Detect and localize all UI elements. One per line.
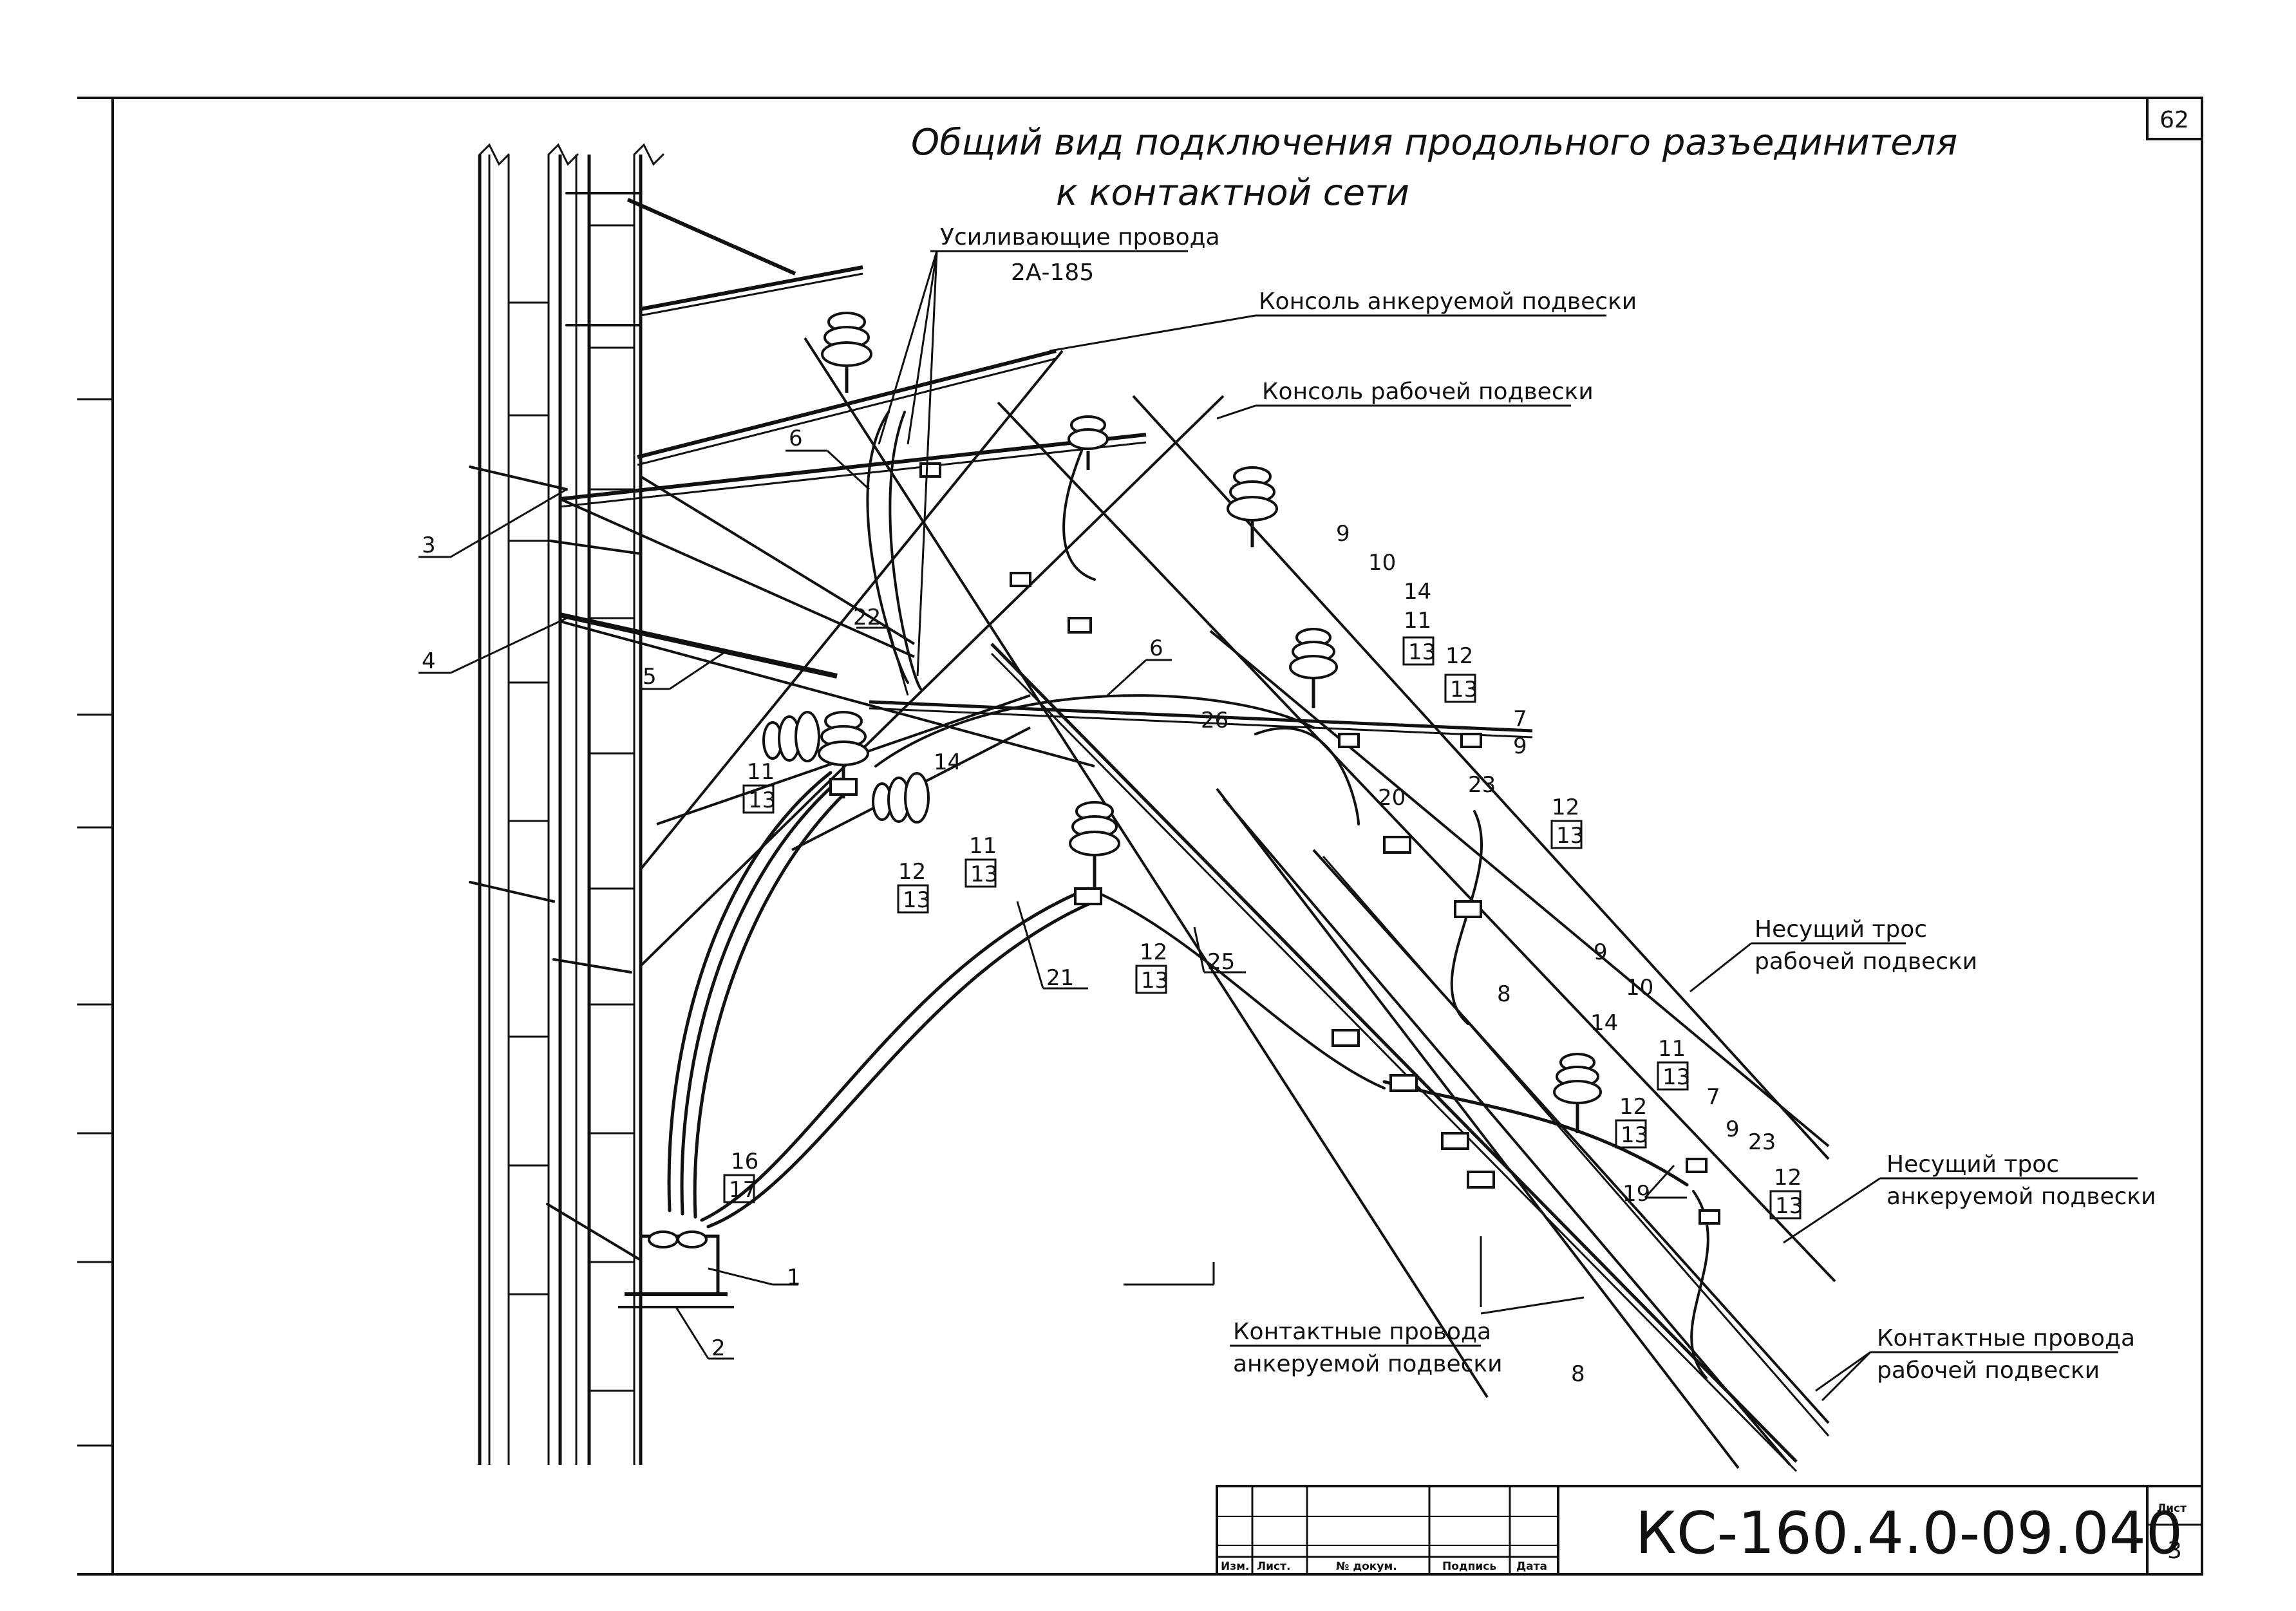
svg-text:17: 17 xyxy=(729,1177,757,1203)
callout: 1 xyxy=(787,1265,801,1290)
callout: 7 xyxy=(1706,1084,1720,1110)
col-list: Лист. xyxy=(1257,1560,1290,1573)
pole xyxy=(469,143,664,1465)
callout: 19 xyxy=(1623,1181,1650,1207)
callout: 9 xyxy=(1336,521,1350,547)
boxed-callout: 13 xyxy=(1657,1061,1690,1091)
label-reinforcing-spec: 2А-185 xyxy=(1011,259,1094,286)
callout: 10 xyxy=(1626,975,1653,1001)
callout: 2 xyxy=(711,1335,726,1361)
callout: 16 xyxy=(731,1149,758,1174)
title-line-1: Общий вид подключения продольного разъед… xyxy=(911,122,1957,164)
svg-text:13: 13 xyxy=(1141,968,1169,994)
svg-text:13: 13 xyxy=(1408,639,1436,665)
callout: 11 xyxy=(1658,1036,1686,1062)
svg-text:13: 13 xyxy=(748,787,776,813)
boxed-callout: 17 xyxy=(723,1174,757,1203)
callout: 14 xyxy=(934,749,961,775)
boxed-callout: 13 xyxy=(897,884,930,914)
label-contact-working-1: Контактные провода xyxy=(1877,1325,2135,1352)
label-contact-anchored-1: Контактные провода xyxy=(1233,1319,1491,1345)
col-sign: Подпись xyxy=(1442,1560,1496,1573)
callout: 8 xyxy=(1571,1361,1585,1387)
callout: 7 xyxy=(1513,706,1527,732)
callout: 9 xyxy=(1726,1116,1740,1142)
callout-numbers: 1 2 3 4 5 6 6 7 7 8 8 9 9 9 9 10 10 11 1… xyxy=(422,426,1803,1387)
col-date: Дата xyxy=(1516,1560,1547,1573)
callout: 21 xyxy=(1046,965,1074,991)
callout: 22 xyxy=(853,605,881,630)
label-console-working: Консоль рабочей подвески xyxy=(1262,379,1594,405)
callout: 23 xyxy=(1468,772,1496,798)
col-doc: № докум. xyxy=(1336,1560,1397,1573)
sheet-number: 62 xyxy=(2160,107,2189,133)
callout: 10 xyxy=(1368,550,1396,576)
sheet-label: Лист xyxy=(2157,1502,2187,1515)
boxed-callout: 13 xyxy=(1615,1119,1648,1149)
callout: 12 xyxy=(1445,643,1473,669)
svg-text:13: 13 xyxy=(1662,1064,1690,1090)
label-messenger-anchored-1: Несущий трос xyxy=(1887,1151,2059,1178)
svg-text:13: 13 xyxy=(1556,823,1584,849)
title-block: Изм. Лист. № докум. Подпись Дата КС-160.… xyxy=(1216,1485,2203,1576)
boxed-callout: 13 xyxy=(1402,636,1436,666)
boxed-callout: 13 xyxy=(965,858,998,888)
callout: 12 xyxy=(1619,1094,1647,1120)
sheet-frame xyxy=(77,97,2203,1576)
callout: 26 xyxy=(1201,708,1228,733)
callout: 20 xyxy=(1378,785,1406,811)
callout: 12 xyxy=(1140,939,1167,965)
title-line-2: к контактной сети xyxy=(1056,172,1409,214)
label-console-anchored: Консоль анкеруемой подвески xyxy=(1259,288,1637,315)
svg-text:13: 13 xyxy=(903,887,930,913)
insulators xyxy=(762,312,1602,1133)
clamps xyxy=(829,462,1720,1225)
label-contact-working-2: рабочей подвески xyxy=(1877,1357,2100,1384)
leader-lines xyxy=(419,250,2138,1402)
callout: 3 xyxy=(422,532,436,558)
svg-text:13: 13 xyxy=(1775,1193,1803,1219)
boxed-callout: 13 xyxy=(1769,1190,1803,1220)
disconnector xyxy=(618,1230,734,1308)
callout: 4 xyxy=(422,648,436,674)
sheet-number-box: 62 xyxy=(2146,97,2203,140)
sheet-value: 3 xyxy=(2167,1538,2182,1564)
callout: 6 xyxy=(789,426,803,451)
label-reinforcing: Усиливающие провода xyxy=(940,224,1220,250)
callout: 14 xyxy=(1590,1010,1618,1036)
callout: 12 xyxy=(898,859,926,885)
callout: 14 xyxy=(1404,579,1431,605)
boxed-callout: 13 xyxy=(1444,674,1478,703)
boxed-callout: 13 xyxy=(742,784,776,814)
label-messenger-working-2: рабочей подвески xyxy=(1755,948,1977,975)
svg-text:13: 13 xyxy=(1450,677,1478,702)
callout: 12 xyxy=(1774,1165,1802,1191)
jumper-wires xyxy=(667,411,1709,1379)
label-messenger-anchored-2: анкеруемой подвески xyxy=(1887,1183,2156,1210)
callout: 12 xyxy=(1552,795,1579,820)
callout: 11 xyxy=(747,759,775,785)
callout: 8 xyxy=(1497,981,1511,1007)
boxed-callout: 13 xyxy=(1135,965,1169,994)
label-contact-anchored-2: анкеруемой подвески xyxy=(1233,1351,1503,1377)
callout: 9 xyxy=(1513,733,1527,759)
callout: 6 xyxy=(1149,636,1163,661)
text-labels: Усиливающие провода 2А-185 Консоль анкер… xyxy=(940,224,2156,1384)
document-code: КС-160.4.0-09.040 xyxy=(1635,1500,2183,1567)
console-structures xyxy=(560,198,1533,967)
callout: 25 xyxy=(1207,949,1235,975)
callout: 9 xyxy=(1594,939,1608,965)
label-messenger-working-1: Несущий трос xyxy=(1755,916,1927,943)
callout: 11 xyxy=(969,833,997,859)
svg-text:13: 13 xyxy=(1621,1122,1648,1148)
catenary-wires xyxy=(804,337,1836,1473)
callout: 5 xyxy=(643,664,657,690)
callout: 23 xyxy=(1748,1129,1776,1155)
col-izm: Изм. xyxy=(1221,1560,1249,1573)
callout: 11 xyxy=(1404,608,1431,634)
svg-text:13: 13 xyxy=(970,862,998,887)
boxed-callout: 13 xyxy=(1550,820,1584,849)
